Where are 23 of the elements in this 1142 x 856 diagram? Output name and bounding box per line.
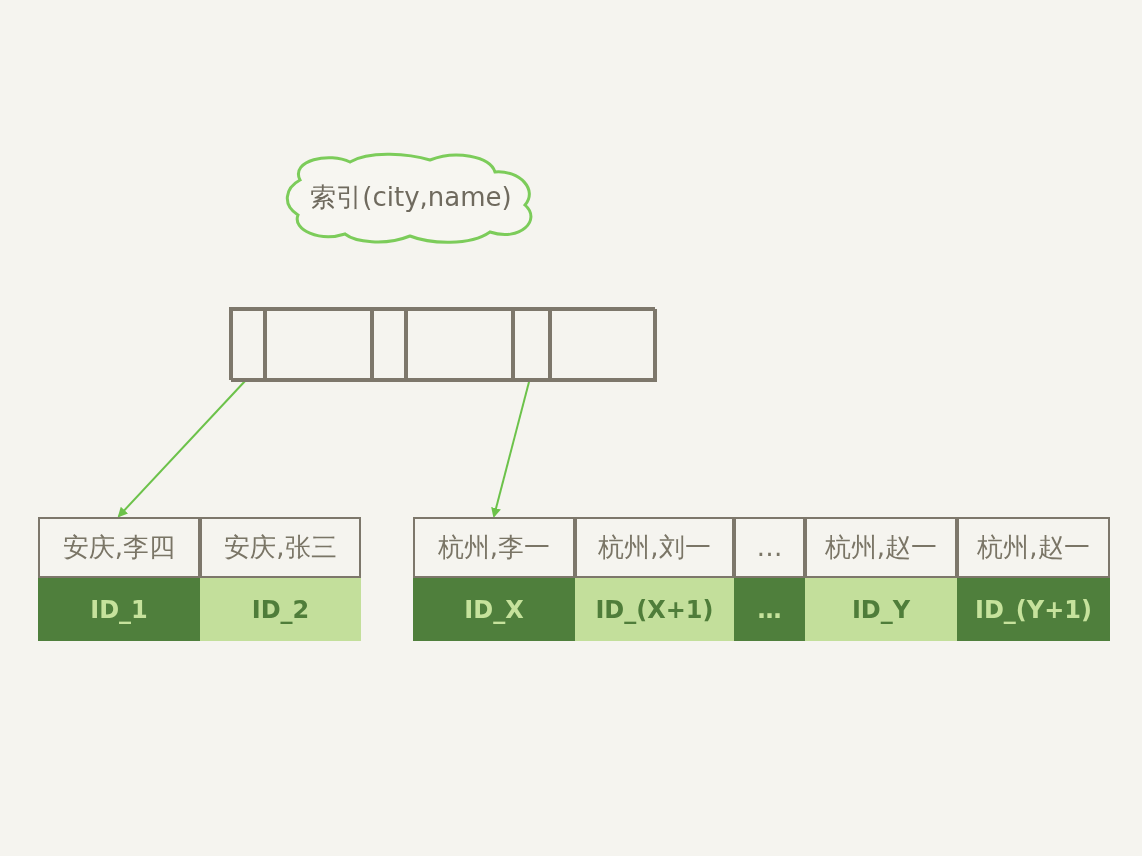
id-cell: ID_X xyxy=(413,578,575,641)
id-cell: … xyxy=(734,578,805,641)
id-cell: ID_(X+1) xyxy=(575,578,734,641)
arrow xyxy=(117,379,247,518)
pointer-slot xyxy=(372,309,406,382)
id-cell: ID_1 xyxy=(38,578,200,641)
id-cell: ID_2 xyxy=(200,578,361,641)
key-cell: 杭州,赵一 xyxy=(805,517,957,578)
pointer-slot xyxy=(513,309,550,382)
pointer-slot xyxy=(406,309,513,382)
pointer-slot xyxy=(265,309,372,382)
key-cell: 杭州,刘一 xyxy=(575,517,734,578)
key-cell: 杭州,赵一 xyxy=(957,517,1110,578)
key-cell: 杭州,李一 xyxy=(413,517,575,578)
pointer-slot xyxy=(550,309,657,382)
arrow xyxy=(491,379,531,518)
pointer-slot xyxy=(231,309,265,382)
id-cell: ID_(Y+1) xyxy=(957,578,1110,641)
key-cell: 安庆,张三 xyxy=(200,517,361,578)
index-page-box xyxy=(229,307,655,380)
id-cell: ID_Y xyxy=(805,578,957,641)
key-cell: 安庆,李四 xyxy=(38,517,200,578)
key-cell: … xyxy=(734,517,805,578)
